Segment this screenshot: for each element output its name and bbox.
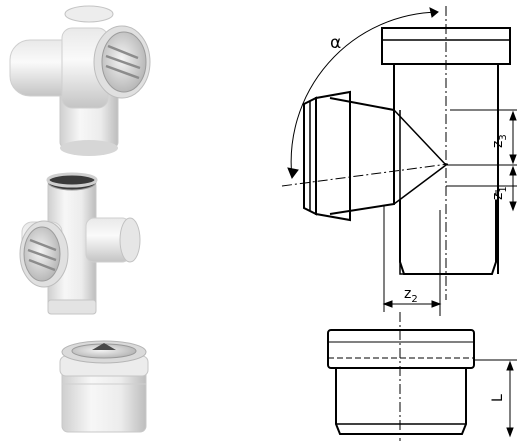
product-photos-svg (9, 5, 151, 433)
tee-branch-socket-lip (303, 96, 317, 216)
technical-drawing: α z3 z1 z2 (270, 0, 517, 441)
z1-dimension (509, 165, 517, 212)
z3-dimension (509, 110, 517, 165)
product-photos (0, 0, 175, 441)
z2-dimension (382, 206, 442, 316)
length-label: L (490, 394, 506, 402)
technical-drawing-svg: α z3 z1 z2 (281, 6, 517, 441)
tee-spigot (399, 200, 497, 275)
branch-centre-line (281, 163, 449, 187)
plug-top (327, 329, 475, 369)
cap-ribs (105, 44, 141, 80)
photo-cross-with-inspection-cap (19, 172, 141, 315)
plug-fitting (327, 312, 475, 441)
angle-alpha-dimension (287, 7, 439, 180)
z1-label: z1 (490, 186, 509, 200)
z3-label: z3 (490, 134, 509, 148)
photo-tee-with-inspection-cap (9, 5, 151, 156)
tee-branch-body (329, 97, 395, 215)
tee-fitting (281, 6, 517, 300)
tee-branch-socket (315, 90, 351, 222)
length-dimension (474, 359, 517, 438)
z2-label: z2 (404, 286, 418, 305)
angle-alpha-label: α (330, 33, 341, 53)
photo-inspection-plug (59, 340, 149, 433)
cross-cap-ribs (27, 238, 57, 272)
plug-body (335, 368, 467, 435)
